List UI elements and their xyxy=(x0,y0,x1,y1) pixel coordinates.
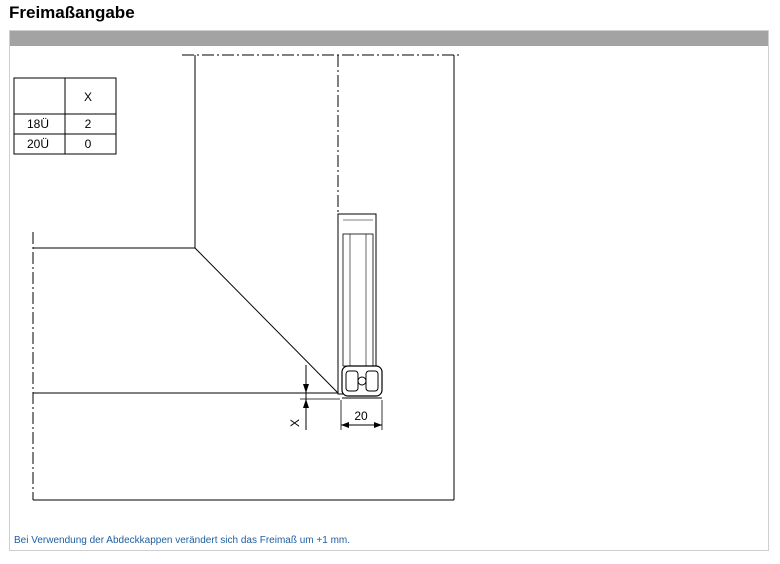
x-value-table: X 18Ü 2 20Ü 0 xyxy=(13,77,117,155)
hinge-profile xyxy=(337,213,383,399)
x-dim-arrow-top xyxy=(303,384,309,393)
page-title: Freimaßangabe xyxy=(9,3,135,22)
drawing-panel xyxy=(9,30,769,551)
table-header-x: X xyxy=(84,90,92,104)
table-row-label: 20Ü xyxy=(27,137,49,151)
diagonal-line xyxy=(194,247,339,394)
footnote: Bei Verwendung der Abdeckkappen veränder… xyxy=(14,535,351,546)
header-bar xyxy=(10,31,768,46)
dim20-label: 20 xyxy=(354,409,368,423)
table-row-value: 0 xyxy=(85,137,92,151)
dim20-arrow-left xyxy=(341,422,349,428)
dim20-arrow-right xyxy=(374,422,382,428)
table-row-label: 18Ü xyxy=(27,117,49,131)
table-row-value: 2 xyxy=(85,117,92,131)
x-dim-label: X xyxy=(288,419,302,427)
x-dim-arrow-bottom xyxy=(303,399,309,408)
